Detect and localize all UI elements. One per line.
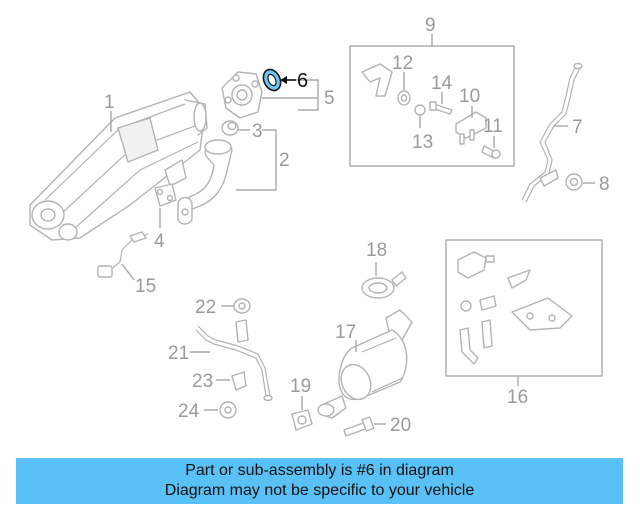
part-2-egr-pipe	[177, 139, 233, 225]
part-19-gasket	[291, 409, 313, 431]
callout-6: 6	[297, 70, 308, 92]
part-3-gasket	[221, 120, 239, 136]
part-10-sensor	[455, 111, 487, 145]
part-5-egr-housing	[221, 71, 263, 119]
callout-12: 12	[392, 53, 413, 74]
info-banner: Part or sub-assembly is #6 in diagram Di…	[16, 458, 623, 504]
callout-24: 24	[178, 401, 200, 422]
callout-5: 5	[324, 88, 335, 109]
callout-13: 13	[412, 132, 433, 153]
callout-3: 3	[252, 121, 263, 142]
part-20-bolt	[343, 416, 375, 437]
callout-14: 14	[431, 73, 453, 94]
callout-22: 22	[195, 297, 216, 318]
part-11-bolt	[481, 145, 501, 159]
part-18-sensor	[361, 271, 407, 299]
callout-4: 4	[154, 231, 165, 252]
callout-21: 21	[168, 343, 189, 364]
callout-17: 17	[335, 322, 356, 343]
callout-19: 19	[290, 376, 311, 397]
part-12-clamp	[397, 90, 411, 106]
part-16-components	[457, 251, 573, 365]
callout-8: 8	[599, 174, 610, 195]
callout-16: 16	[507, 387, 528, 408]
callout-1: 1	[104, 92, 115, 113]
part-22-clamp	[233, 298, 251, 314]
part-17-converter	[317, 309, 413, 419]
part-21-tube	[195, 319, 273, 402]
part-1-egr-cooler	[29, 91, 208, 241]
part-4-gasket	[154, 183, 177, 207]
part-8-grommet	[565, 173, 583, 191]
part-24-grommet	[219, 401, 237, 419]
part-14-bolt	[429, 101, 453, 115]
banner-line-2: Diagram may not be specific to your vehi…	[164, 482, 475, 499]
group-box-16	[445, 239, 603, 377]
callout-10: 10	[459, 86, 480, 107]
callout-23: 23	[192, 371, 213, 392]
part-9-hose	[361, 63, 393, 97]
part-15-sensor	[97, 231, 149, 278]
part-23-clip	[231, 371, 247, 391]
part-13-washer	[414, 104, 426, 116]
part-6-gasket	[262, 68, 282, 92]
callout-7: 7	[572, 117, 583, 138]
callout-18: 18	[366, 240, 387, 261]
part-7-tube	[521, 62, 583, 203]
banner-line-1: Part or sub-assembly is #6 in diagram	[185, 462, 454, 479]
callout-2: 2	[279, 150, 290, 171]
callout-15: 15	[135, 276, 156, 297]
callout-9: 9	[425, 15, 436, 36]
callout-11: 11	[483, 116, 503, 137]
callout-20: 20	[390, 415, 411, 436]
